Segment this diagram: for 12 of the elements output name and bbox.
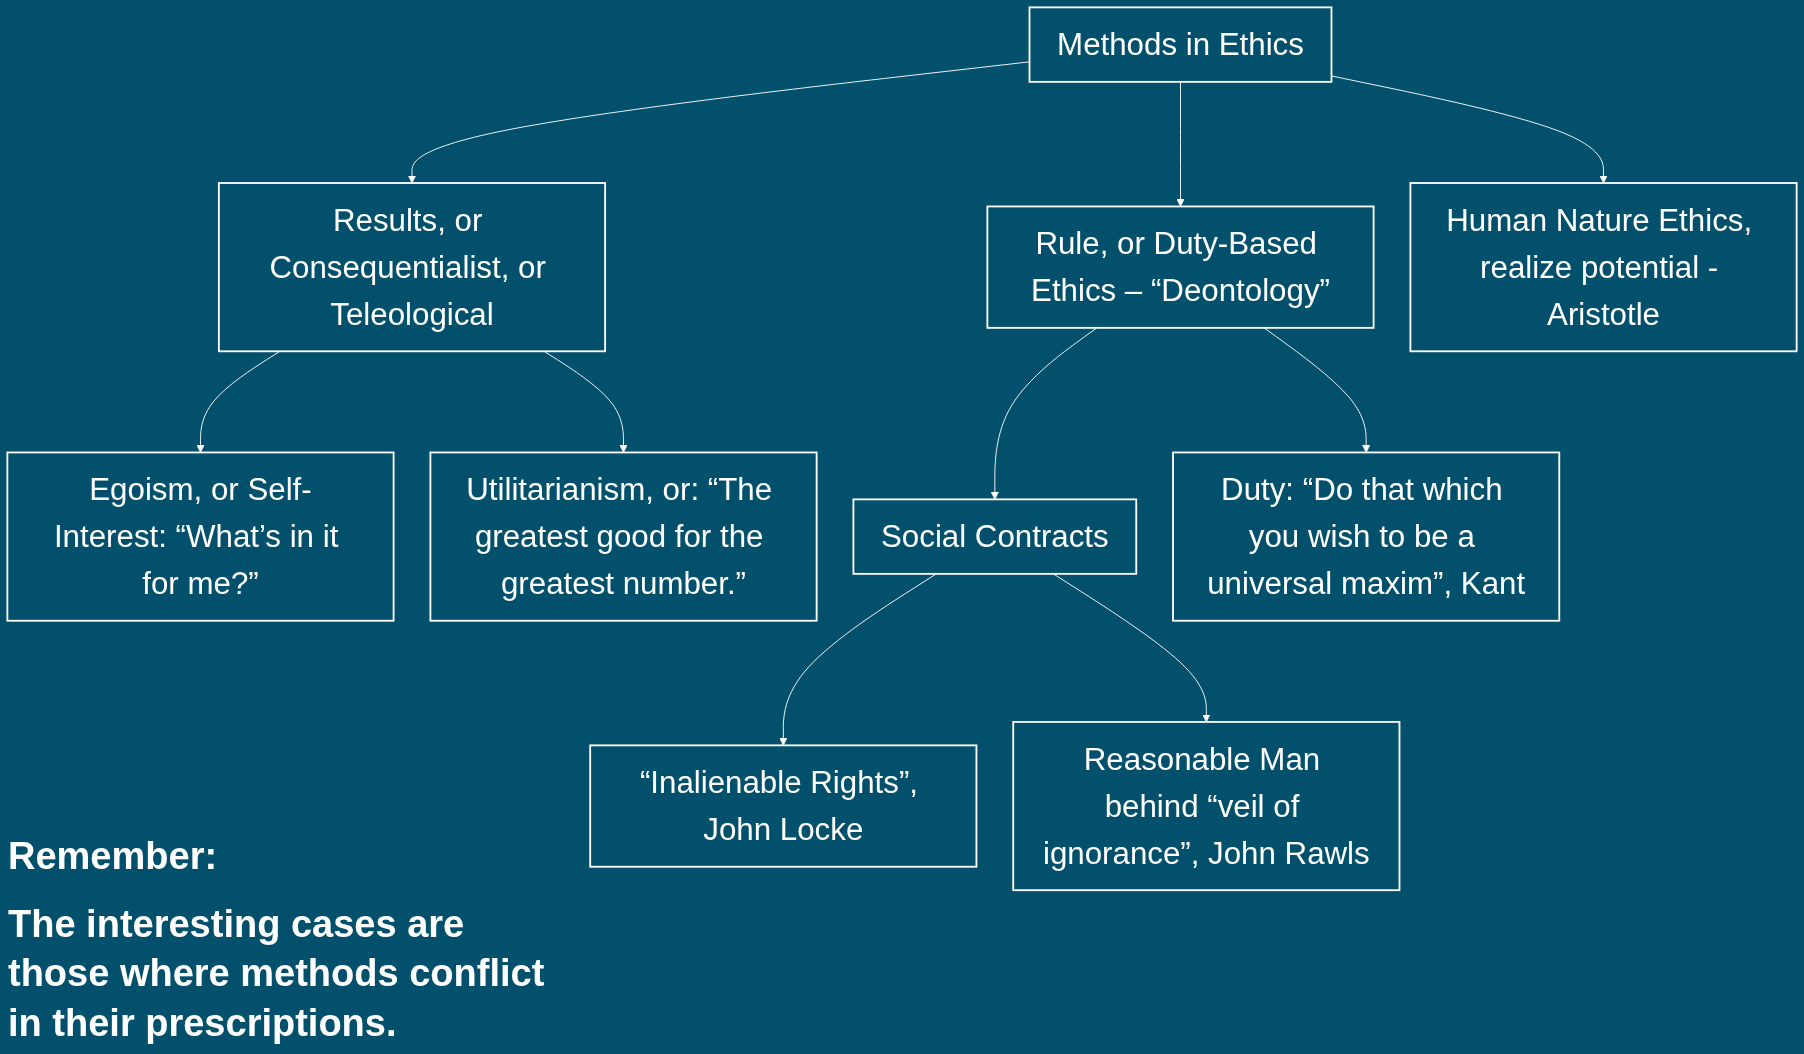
node-box: Social Contracts (852, 498, 1138, 575)
node-box: “Inalienable Rights”, John Locke (589, 744, 978, 868)
node-box: Egoism, or Self-Interest: “What’s in it for me?” (6, 451, 395, 622)
node-box: Human Nature Ethics, realize potential - Aristotle (1409, 182, 1798, 353)
node-box: Duty: “Do that which you wish to be a universal maxim”, Kant (1172, 451, 1561, 622)
node-box: Methods in Ethics (1028, 6, 1333, 83)
note-text: The interesting cases are those where methods conflict in their prescriptions. (8, 901, 546, 1046)
node-box: Utilitarianism, or: “The greatest good for the greatest number.” (429, 451, 818, 622)
node-box: Results, or Consequentialist, or Teleological (217, 182, 607, 353)
node-box: Rule, or Duty-Based Ethics – “Deontology” (986, 205, 1375, 329)
node-box: Reasonable Man behind “veil of ignorance”, John Rawls (1012, 721, 1401, 892)
note-text: Remember: (8, 834, 219, 880)
